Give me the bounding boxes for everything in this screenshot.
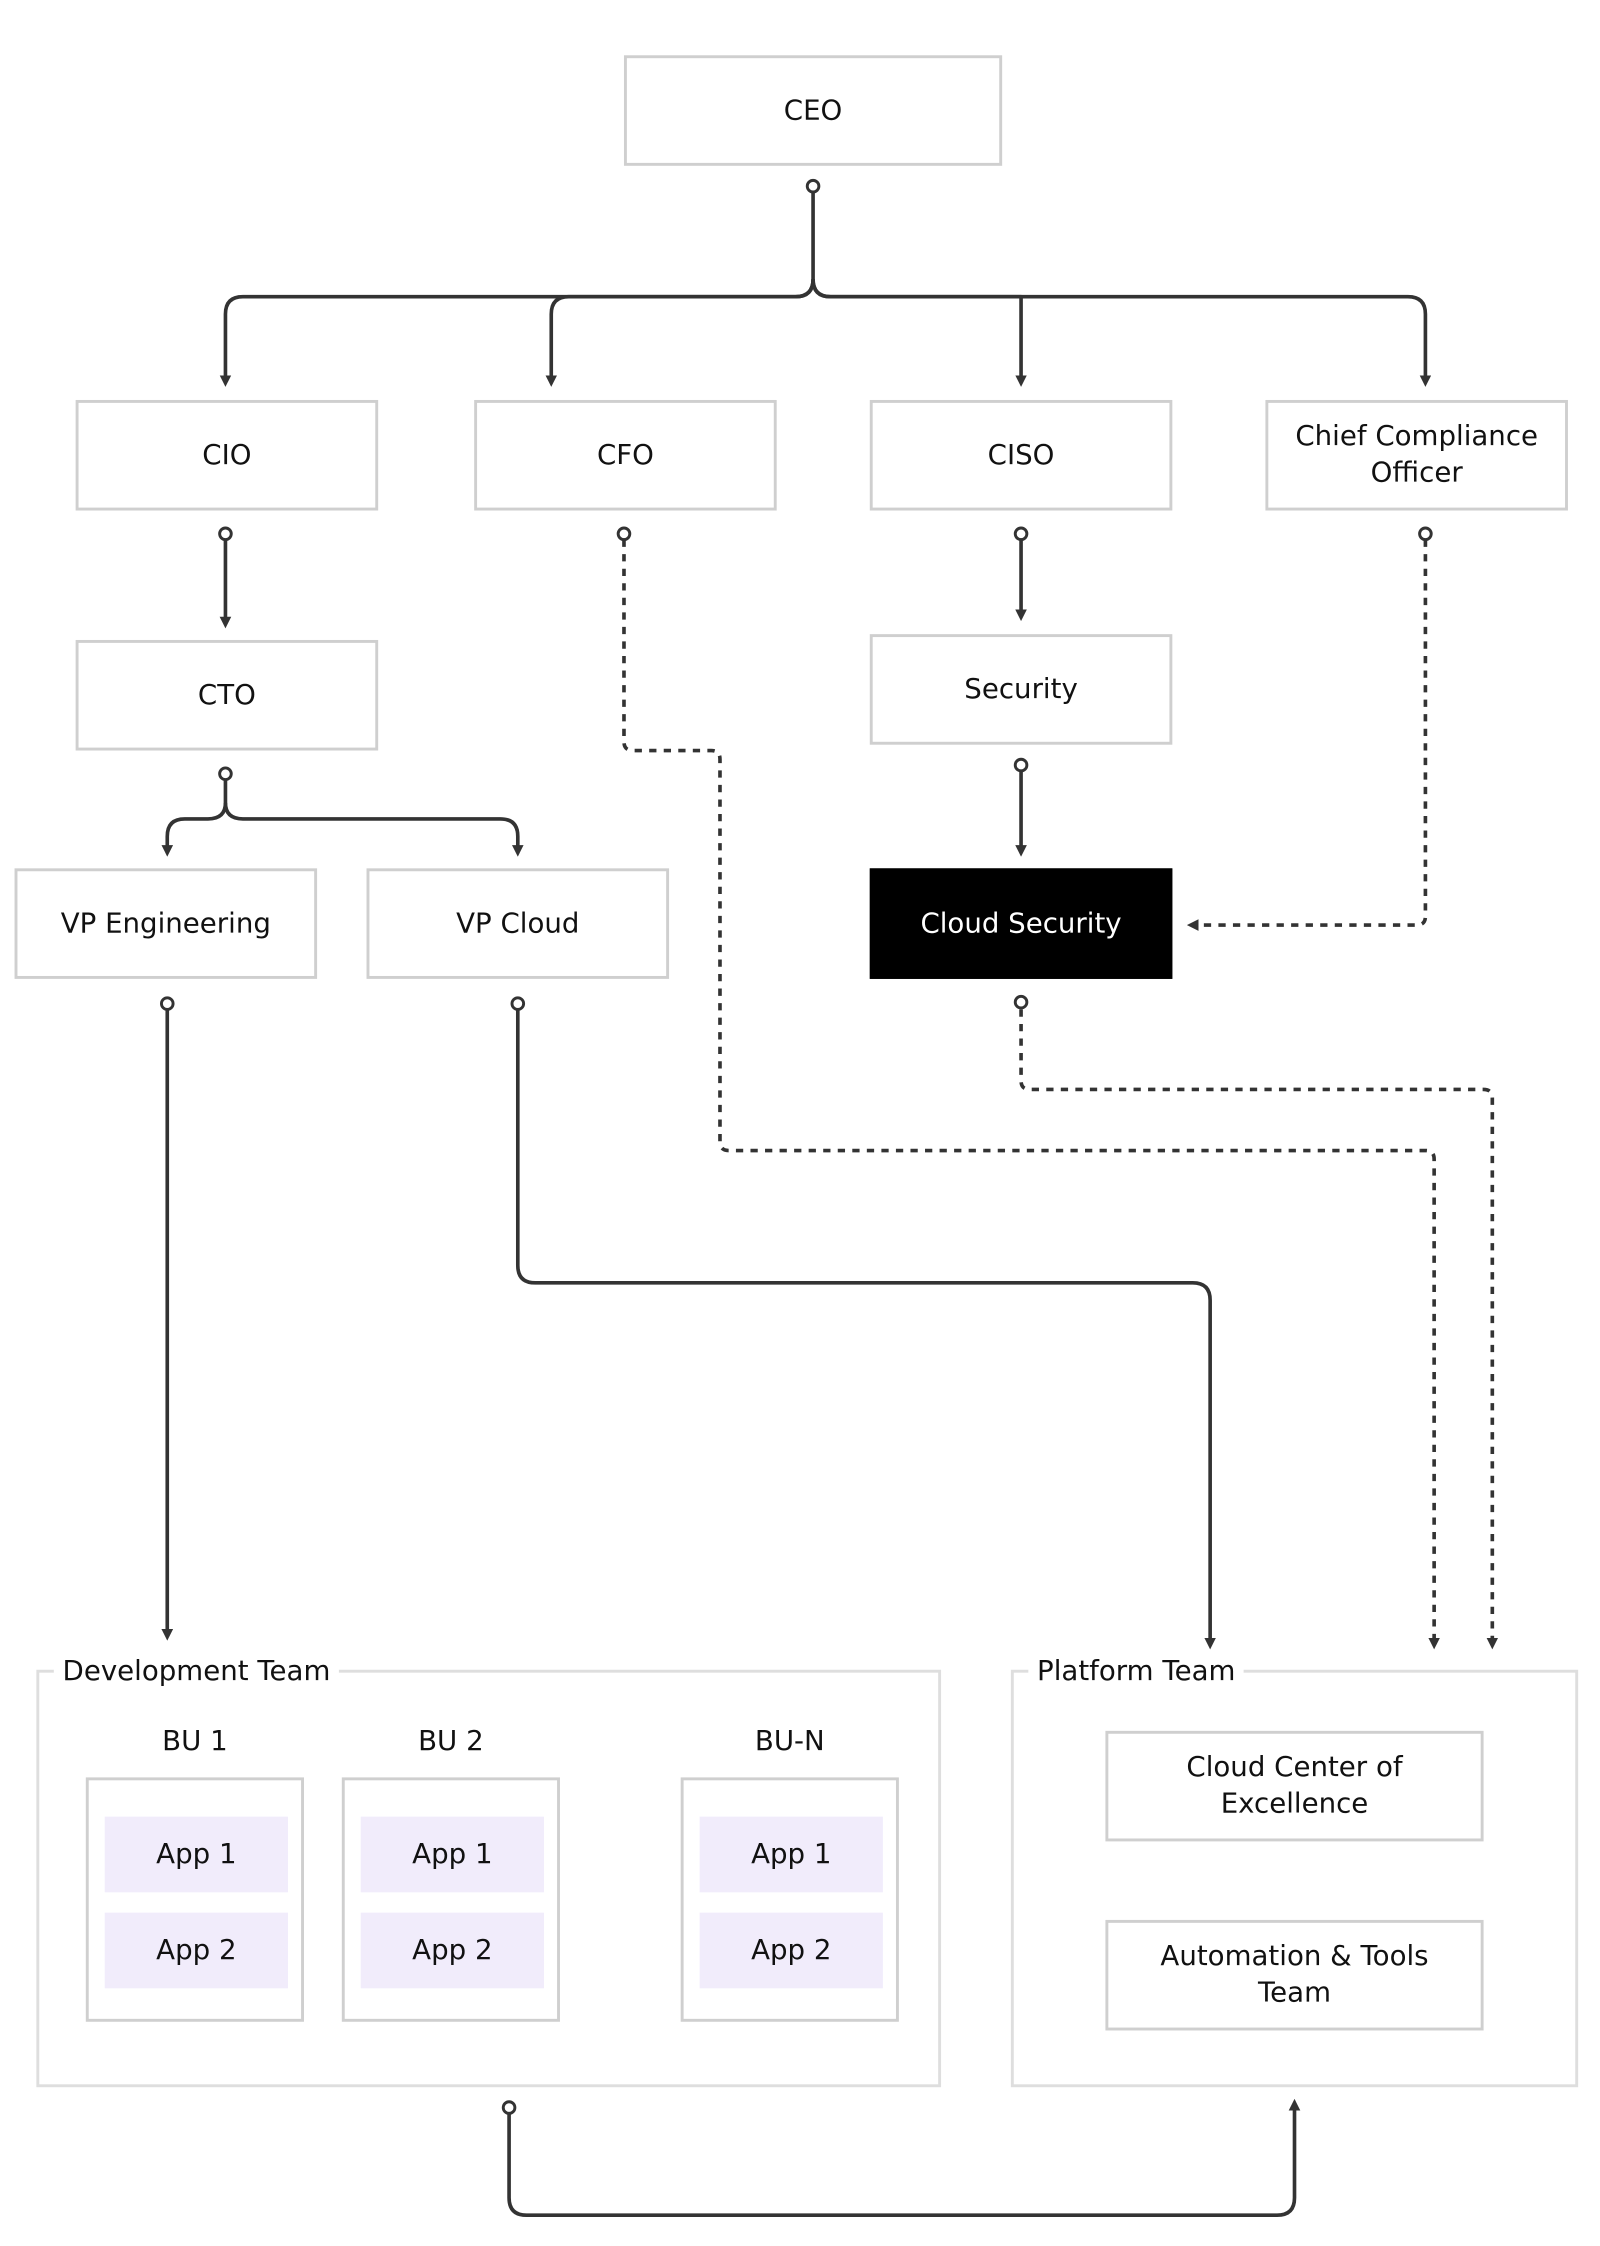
app-card[interactable]: App 1 <box>104 1816 288 1893</box>
node-automation-label: Automation & Tools Team <box>1160 1940 1429 2009</box>
edge-cloudsec-platform <box>1019 1009 1499 1650</box>
node-cco-label: Chief Compliance Officer <box>1295 420 1539 489</box>
edge-cto-vpcloud <box>223 802 524 857</box>
app-card[interactable]: App 2 <box>360 1912 544 1989</box>
port-cloudsec <box>1013 994 1029 1010</box>
node-cfo-label: CFO <box>596 438 654 471</box>
node-cloud-center-of-excellence[interactable]: Cloud Center of Excellence <box>1105 1730 1484 1842</box>
group-development-team-title: Development Team <box>53 1652 340 1691</box>
node-cfo[interactable]: CFO <box>474 399 777 511</box>
node-vp-engineering-label: VP Engineering <box>60 907 271 940</box>
node-security-label: Security <box>964 672 1078 705</box>
node-ceo[interactable]: CEO <box>623 55 1003 166</box>
node-ciso-label: CISO <box>987 438 1055 471</box>
port-security <box>1013 757 1029 773</box>
node-ceo-label: CEO <box>783 94 843 127</box>
node-cco[interactable]: Chief Compliance Officer <box>1265 399 1568 511</box>
bu-box: App 1 App 2 <box>341 1777 560 2022</box>
edge-ceo-cco <box>811 279 1432 387</box>
node-cloud-security-label: Cloud Security <box>920 907 1122 940</box>
app-card[interactable]: App 2 <box>104 1912 288 1989</box>
app-card[interactable]: App 1 <box>699 1816 883 1893</box>
edge-cco-cloudsec <box>1186 539 1428 931</box>
node-cio-label: CIO <box>202 438 252 471</box>
node-cto[interactable]: CTO <box>75 639 379 751</box>
edge-ceo-cio <box>219 191 815 387</box>
edge-dev-platform <box>507 2098 1301 2218</box>
port-cfo <box>616 526 632 542</box>
port-ceo <box>805 178 821 194</box>
group-development-team: Development Team BU 1 App 1 App 2 BU 2 A… <box>36 1652 942 2088</box>
bu-box: App 1 App 2 <box>85 1777 304 2022</box>
node-cio[interactable]: CIO <box>75 399 379 511</box>
port-cio <box>218 526 233 542</box>
node-vp-cloud[interactable]: VP Cloud <box>366 868 670 979</box>
node-ccoe-label: Cloud Center of Excellence <box>1186 1751 1403 1820</box>
node-cloud-security[interactable]: Cloud Security <box>869 868 1173 979</box>
node-vp-engineering[interactable]: VP Engineering <box>14 868 318 979</box>
bu-title: BU 2 <box>418 1725 484 1758</box>
port-vpcloud <box>510 996 526 1011</box>
node-ciso[interactable]: CISO <box>869 399 1173 511</box>
port-devteam <box>501 2100 517 2115</box>
port-ciso <box>1013 526 1029 542</box>
bu-title: BU 1 <box>162 1725 228 1758</box>
node-vp-cloud-label: VP Cloud <box>456 907 580 940</box>
edge-cto-vpeng <box>161 779 228 857</box>
bu-title: BU-N <box>754 1725 825 1758</box>
edge-cfo-platform <box>622 539 1440 1650</box>
edge-vpcloud-platform <box>515 1009 1216 1650</box>
bu-box: App 1 App 2 <box>680 1777 899 2022</box>
node-automation-tools-team[interactable]: Automation & Tools Team <box>1105 1919 1484 2031</box>
node-cto-label: CTO <box>197 678 256 711</box>
edge-ceo-cfo <box>545 279 815 387</box>
edge-ceo-ciso <box>811 279 1027 387</box>
port-vpeng <box>159 996 175 1011</box>
node-security[interactable]: Security <box>869 634 1173 745</box>
group-platform-team-title: Platform Team <box>1028 1652 1245 1691</box>
app-card[interactable]: App 1 <box>360 1816 544 1893</box>
app-card[interactable]: App 2 <box>699 1912 883 1989</box>
port-cco <box>1418 526 1433 542</box>
port-cto <box>218 766 233 782</box>
